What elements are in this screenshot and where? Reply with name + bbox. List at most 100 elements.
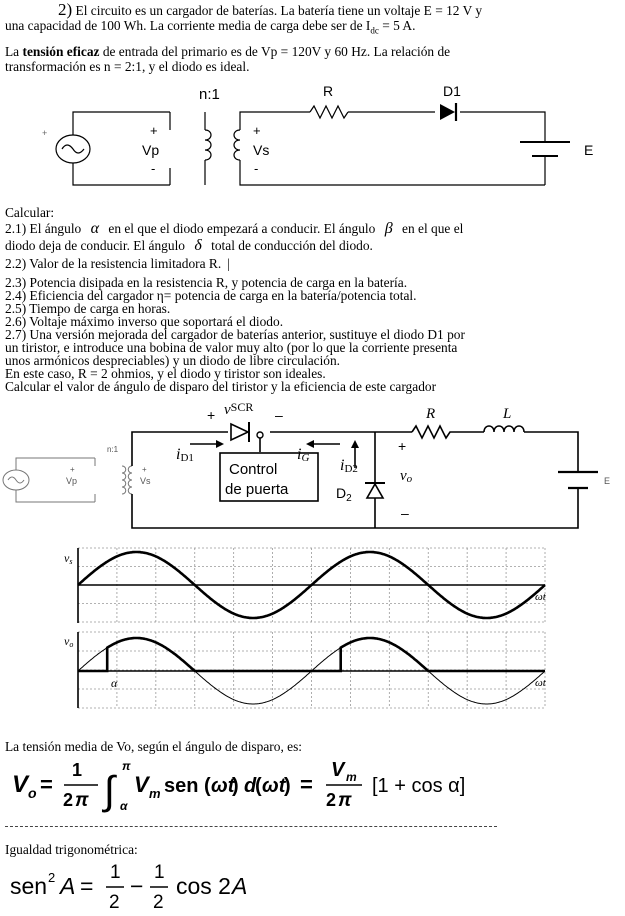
circuit1-primary-minus: - [151, 161, 155, 176]
question-2-6: 2.6) Voltaje máximo inverso que soportar… [5, 314, 284, 329]
svg-text:(: ( [255, 775, 262, 797]
question-2-4: 2.4) Eficiencia del cargador η= potencia… [5, 288, 417, 303]
svg-text:π: π [338, 790, 352, 811]
circuit1-primary-label: Vp [142, 142, 159, 158]
vs-ylabel: vs [64, 551, 72, 566]
vo-minus: – [401, 505, 409, 521]
circuit1-ratio-label: n:1 [199, 86, 220, 103]
svg-text:A: A [58, 873, 75, 899]
vs-xlabel: ωt [535, 591, 547, 603]
svg-text:=: = [80, 873, 93, 899]
svg-text:2: 2 [326, 790, 336, 810]
svg-text:): ) [232, 775, 239, 797]
svg-text:=: = [300, 772, 313, 797]
vscr-plus: + [207, 407, 215, 423]
svg-text:=: = [40, 772, 53, 797]
svg-text:[1 + cos α]: [1 + cos α] [372, 775, 465, 797]
identity-heading: Igualdad trigonométrica: [5, 842, 138, 857]
vo-label: vo [400, 468, 413, 485]
circuit2-r-label: R [425, 406, 435, 422]
question-2-7-line1: 2.7) Una versión mejorada del cargador d… [5, 327, 465, 342]
svg-text:cos 2: cos 2 [176, 873, 231, 899]
problem-number: 2) [58, 0, 73, 19]
formula-intro: La tensión media de Vo, según el ángulo … [5, 739, 303, 754]
question-2-3: 2.3) Potencia disipada en la resistencia… [5, 275, 408, 290]
vo-xlabel: ωt [535, 677, 547, 689]
svg-text:α: α [120, 799, 128, 813]
gate-control-box [219, 452, 319, 502]
vscr-minus: – [275, 407, 283, 423]
vo-plus: + [398, 438, 406, 454]
waveform-plots: vs ωt vo ωt α [64, 547, 547, 709]
svg-text:V: V [331, 759, 346, 781]
svg-text:1: 1 [110, 862, 121, 883]
svg-text:): ) [284, 775, 291, 797]
question-2-1-line2: diodo deja de conducir. El ángulo δ tota… [5, 237, 373, 254]
vs2-label: Vs [140, 476, 151, 486]
svg-text:2: 2 [153, 892, 164, 913]
vscr-label: vSCR [224, 400, 253, 418]
id2-label: iD2 [340, 457, 358, 475]
problem-rms-line1: La tensión eficaz de entrada del primari… [5, 44, 451, 59]
svg-text:2: 2 [109, 892, 120, 913]
svg-text:1: 1 [72, 760, 82, 780]
control-label-line1: Control [229, 461, 277, 478]
vs-sine-curve [77, 550, 546, 620]
question-2-2: 2.2) Valor de la resistencia limitadora … [5, 256, 230, 271]
svg-text:ωt: ωt [211, 775, 236, 797]
alpha-label: α [111, 676, 118, 690]
transformer-primary-coil [169, 112, 212, 185]
svg-text:π: π [122, 759, 131, 773]
circuit-diagram-1: n:1 R D1 + + Vp - + Vs - E [42, 83, 593, 186]
diode-d2-icon [365, 482, 385, 499]
separator-line [5, 826, 497, 827]
vo-ylabel: vo [64, 634, 73, 649]
question-2-7-line5: Calcular el valor de ángulo de disparo d… [5, 379, 437, 394]
svg-text:m: m [149, 786, 161, 801]
vo-output-curve [78, 636, 545, 673]
problem-intro-line2: una capacidad de 100 Wh. La corriente me… [5, 18, 416, 36]
circuit2-l-label: L [502, 406, 511, 422]
battery-e2-icon [558, 470, 598, 490]
question-2-7-line4: En este caso, R = 2 ohmios, y el diodo y… [5, 366, 326, 381]
svg-text:V: V [134, 772, 151, 797]
id1-label: iD1 [176, 446, 194, 464]
circuit1-secondary-label: Vs [253, 142, 269, 158]
svg-text:1: 1 [154, 862, 165, 883]
svg-text:∫: ∫ [102, 769, 118, 813]
svg-text:2: 2 [63, 790, 73, 810]
problem-intro-line1: 2) El circuito es un cargador de batería… [58, 0, 483, 19]
transformer-2-secondary-coil [127, 465, 133, 495]
circuit2-ratio-label: n:1 [107, 445, 119, 454]
circuit1-resistor-label: R [323, 83, 333, 99]
svg-text:ωt: ωt [262, 775, 287, 797]
circuit1-primary-plus: + [150, 123, 158, 138]
trig-identity-formula: sen 2 A = 1 2 − 1 2 cos 2 A [10, 858, 310, 916]
svg-text:π: π [75, 790, 89, 811]
svg-text:sen: sen [10, 873, 47, 899]
vp2-plus: + [70, 465, 75, 474]
problem-rms-line2: transformación es n = 2:1, y el diodo es… [5, 59, 250, 74]
circuit1-secondary-plus: + [253, 123, 261, 138]
vp2-label: Vp [66, 476, 77, 486]
resistor-r-icon [309, 104, 349, 120]
circuit1-battery-label: E [584, 142, 593, 158]
svg-text:m: m [346, 770, 357, 784]
ig-label: iG [297, 446, 309, 464]
vs2-plus: + [142, 465, 147, 474]
circuit-diagram-2: + vSCR – R L n:1 iD1 iG Control de puert… [2, 400, 610, 529]
resistor-r2-icon [411, 424, 484, 440]
battery-e-icon [520, 141, 570, 157]
circuit2-battery-label: E [604, 476, 610, 486]
inductor-l-icon [483, 425, 525, 433]
svg-text:−: − [130, 873, 143, 899]
circuit1-secondary-minus: - [254, 161, 258, 176]
svg-text:o: o [28, 785, 37, 801]
d2-label: D2 [336, 485, 352, 504]
svg-text:d: d [244, 775, 257, 797]
circuit1-small-plus: + [42, 128, 47, 138]
questions-heading: Calcular: [5, 205, 55, 220]
svg-text:A: A [230, 873, 247, 899]
svg-text:sen (: sen ( [164, 775, 211, 797]
